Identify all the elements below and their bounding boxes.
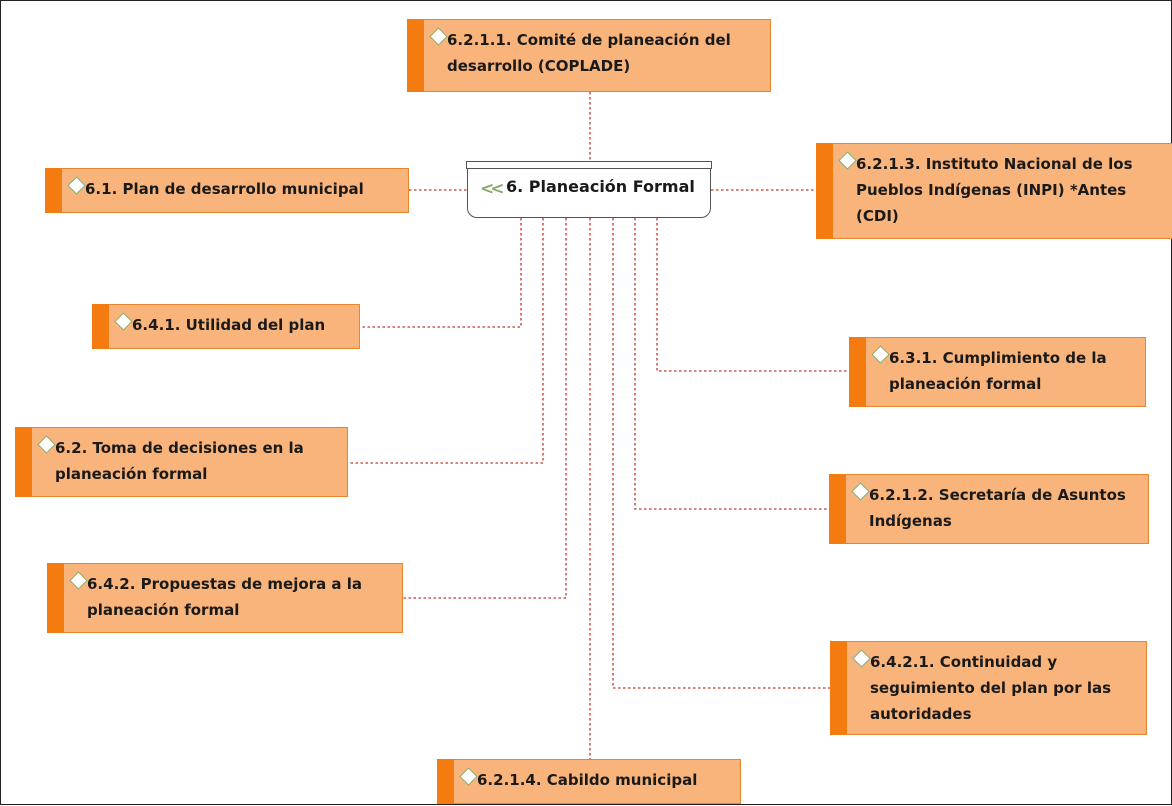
node-label: 6.2.1.4. Cabildo municipal xyxy=(477,771,698,789)
diamond-icon xyxy=(429,27,448,46)
node-label: 6.1. Plan de desarrollo municipal xyxy=(85,180,364,198)
node-61[interactable]: 6.1. Plan de desarrollo municipal xyxy=(45,168,409,213)
node-accent-bar xyxy=(816,143,833,239)
node-label: 6.2.1.1. Comité de planeación del desarr… xyxy=(447,31,731,75)
diamond-icon xyxy=(69,571,88,590)
link-631 xyxy=(656,218,849,372)
central-node-header xyxy=(466,161,712,169)
node-6211[interactable]: 6.2.1.1. Comité de planeación del desarr… xyxy=(407,19,771,92)
node-label: 6.2.1.2. Secretaría de Asuntos Indígenas xyxy=(869,486,1126,530)
node-label: 6.2. Toma de decisiones en la planeación… xyxy=(55,439,304,483)
diamond-icon xyxy=(67,176,86,195)
diamond-icon xyxy=(114,312,133,331)
node-accent-bar xyxy=(45,168,62,213)
central-node[interactable]: << 6. Planeación Formal xyxy=(466,161,712,218)
node-accent-bar xyxy=(829,474,846,544)
node-label: 6.4.2.1. Continuidad y seguimiento del p… xyxy=(870,653,1112,723)
node-641[interactable]: 6.4.1. Utilidad del plan xyxy=(92,304,360,349)
node-accent-bar xyxy=(47,563,64,633)
diamond-icon xyxy=(852,649,871,668)
node-accent-bar xyxy=(830,641,847,735)
double-chevron-icon: << xyxy=(480,179,504,199)
link-641 xyxy=(360,218,522,328)
node-6212[interactable]: 6.2.1.2. Secretaría de Asuntos Indígenas xyxy=(829,474,1149,544)
node-6213[interactable]: 6.2.1.3. Instituto Nacional de los Puebl… xyxy=(816,143,1172,239)
node-642[interactable]: 6.4.2. Propuestas de mejora a la planeac… xyxy=(47,563,403,633)
link-62 xyxy=(348,218,544,464)
node-accent-bar xyxy=(15,427,32,497)
link-6212 xyxy=(634,218,829,510)
node-label: 6.4.1. Utilidad del plan xyxy=(132,316,326,334)
node-accent-bar xyxy=(407,19,424,92)
node-accent-bar xyxy=(437,759,454,804)
node-6421[interactable]: 6.4.2.1. Continuidad y seguimiento del p… xyxy=(830,641,1147,735)
diamond-icon xyxy=(459,767,478,786)
diamond-icon xyxy=(851,482,870,501)
diamond-icon xyxy=(37,435,56,454)
node-62[interactable]: 6.2. Toma de decisiones en la planeación… xyxy=(15,427,348,497)
link-642 xyxy=(403,218,567,599)
node-accent-bar xyxy=(92,304,109,349)
node-accent-bar xyxy=(849,337,866,407)
node-631[interactable]: 6.3.1. Cumplimiento de la planeación for… xyxy=(849,337,1146,407)
central-node-label: 6. Planeación Formal xyxy=(506,177,695,196)
node-label: 6.4.2. Propuestas de mejora a la planeac… xyxy=(87,575,363,619)
diamond-icon xyxy=(871,345,890,364)
node-6214[interactable]: 6.2.1.4. Cabildo municipal xyxy=(437,759,741,804)
node-label: 6.3.1. Cumplimiento de la planeación for… xyxy=(889,349,1107,393)
link-6421 xyxy=(612,218,830,689)
node-label: 6.2.1.3. Instituto Nacional de los Puebl… xyxy=(856,155,1133,225)
diamond-icon xyxy=(838,151,857,170)
